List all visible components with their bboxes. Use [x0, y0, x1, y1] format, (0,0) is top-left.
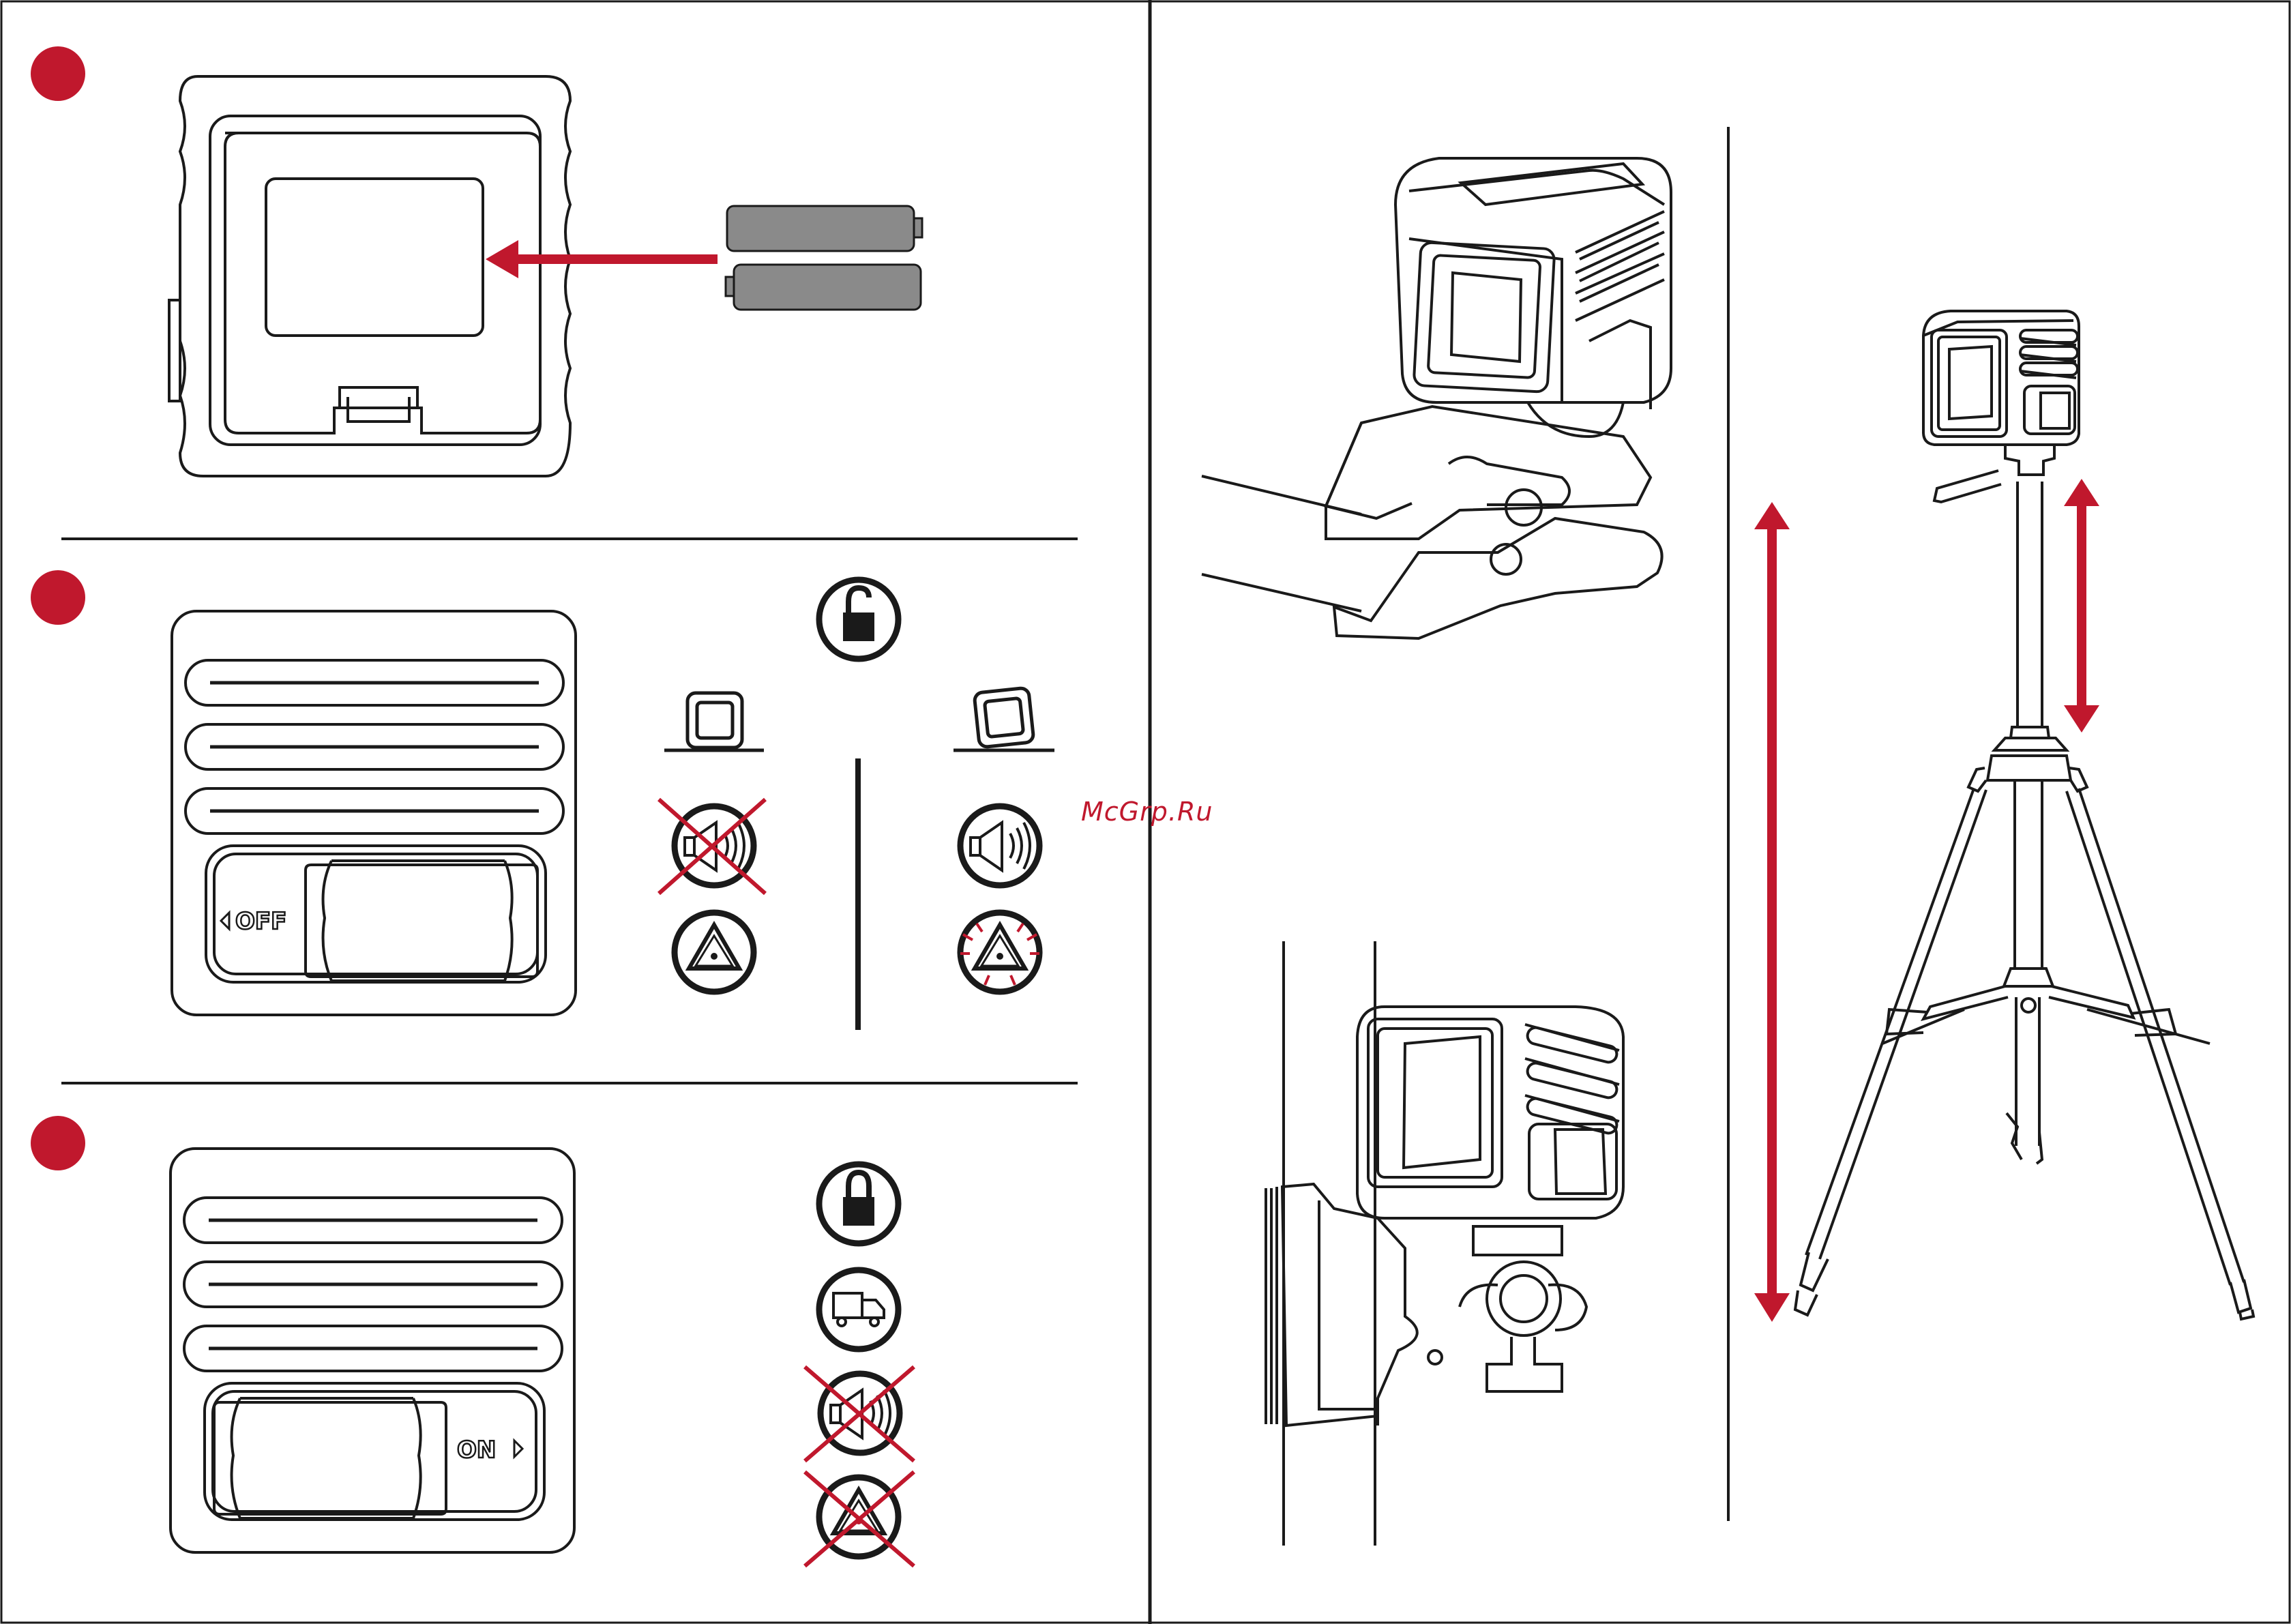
laser-on-wall-mount-illustration [1266, 941, 1623, 1546]
laser-active-icon [960, 913, 1039, 992]
step-marker-1 [31, 46, 85, 101]
battery-compartment-illustration [169, 76, 570, 476]
laser-off-icon [805, 1472, 914, 1566]
speaker-muted-icon [659, 799, 765, 894]
battery-2 [734, 265, 921, 310]
truck-icon [819, 1270, 898, 1349]
level-tilted-icon [954, 688, 1054, 750]
step-marker-3 [31, 1116, 85, 1170]
insert-arrow-head [486, 240, 518, 278]
height-arrow-short [2064, 479, 2099, 733]
batteries [726, 206, 922, 310]
laser-warning-icon [675, 913, 754, 992]
height-arrow-long [1754, 502, 1790, 1322]
switch-panel-on [171, 1149, 574, 1552]
battery-1 [727, 206, 914, 251]
laser-on-clamp-illustration [1202, 158, 1671, 638]
watermark: McGrp.Ru [1081, 797, 1213, 827]
switch-on-label: ON [457, 1436, 496, 1464]
step-marker-2 [31, 570, 85, 625]
unlock-icon [819, 580, 898, 659]
lock-icon [819, 1164, 898, 1243]
switch-panel-off [172, 611, 576, 1015]
speaker-icon [960, 806, 1039, 885]
level-upright-icon [664, 693, 764, 750]
speaker-muted-icon-on [805, 1367, 914, 1461]
laser-on-tripod-illustration [1795, 311, 2253, 1319]
switch-off-label: OFF [235, 908, 286, 935]
